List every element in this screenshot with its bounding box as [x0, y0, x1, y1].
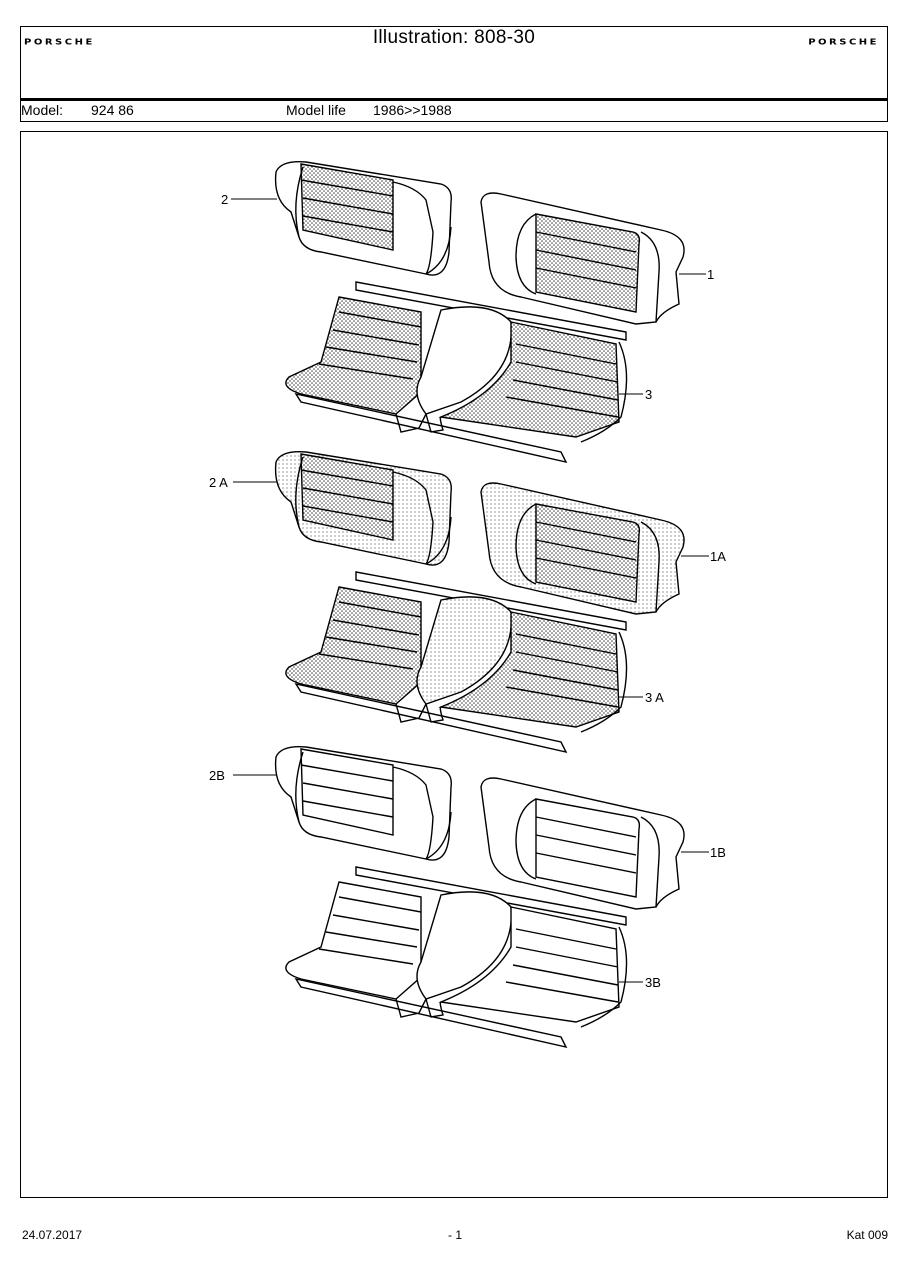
callout-2b: 2B — [209, 768, 225, 783]
model-life-value: 1986>>1988 — [373, 102, 452, 118]
footer-date: 24.07.2017 — [22, 1228, 83, 1242]
model-label: Model: — [21, 102, 64, 118]
header-divider — [21, 98, 887, 101]
page-title: Illustration: 808-30 — [372, 27, 536, 48]
callout-3: 3 — [645, 387, 652, 402]
header-box: PORSCHE Illustration: 808-30 PORSCHE Mod… — [20, 26, 888, 122]
seat-group-1 — [274, 161, 685, 464]
callout-1: 1 — [707, 267, 714, 282]
model-value: 924 86 — [91, 102, 134, 118]
callout-3a: 3 A — [645, 690, 664, 705]
seat-cover-illustration: 2 1 3 2 A 1A 3 A 2B 1B 3B — [209, 161, 726, 1049]
callout-3b: 3B — [645, 975, 661, 990]
callout-2: 2 — [221, 192, 228, 207]
callout-1a: 1A — [710, 549, 726, 564]
callout-leaders — [231, 198, 709, 983]
porsche-logo-right: PORSCHE — [808, 38, 879, 47]
seat-group-3 — [274, 746, 685, 1049]
porsche-logo-left: PORSCHE — [24, 38, 95, 47]
seat-group-2 — [274, 451, 685, 754]
callout-1b: 1B — [710, 845, 726, 860]
footer-catalog: Kat 009 — [846, 1228, 888, 1242]
footer-page-number: - 1 — [447, 1228, 462, 1242]
model-life-label: Model life — [286, 102, 346, 118]
callout-2a: 2 A — [209, 475, 228, 490]
model-row: Model: 924 86 Model life 1986>>1988 — [21, 101, 887, 121]
illustration-frame: 2 1 3 2 A 1A 3 A 2B 1B 3B — [20, 131, 888, 1198]
